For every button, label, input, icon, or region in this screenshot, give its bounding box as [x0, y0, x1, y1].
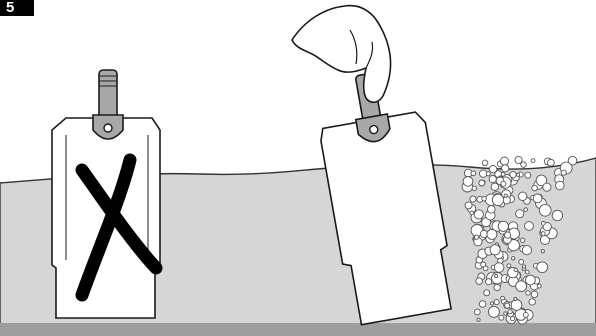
bubble [490, 245, 500, 255]
step-number-badge: 5 [0, 0, 34, 16]
bubble [482, 197, 486, 201]
bubble [474, 309, 480, 315]
bubble [490, 302, 493, 305]
bubble [483, 266, 488, 271]
bubble [486, 279, 492, 285]
bubble [519, 192, 527, 200]
floor [0, 323, 596, 336]
bubble [488, 206, 496, 214]
bubble [519, 260, 524, 265]
bubble [486, 172, 490, 176]
bubble [504, 232, 510, 238]
bubble [541, 250, 544, 253]
bubble [500, 157, 508, 165]
bubble [498, 221, 508, 231]
bubble [495, 274, 498, 277]
bubble [479, 180, 485, 186]
bubble [531, 291, 538, 298]
bubble [504, 194, 507, 197]
bubble [465, 202, 472, 209]
bubble [501, 172, 505, 176]
bubble [482, 160, 488, 166]
bubble [525, 172, 531, 178]
bubble [470, 211, 474, 215]
bubble [475, 235, 479, 239]
bubble [537, 284, 541, 288]
bubble [524, 208, 528, 212]
bubble [526, 291, 530, 295]
bubble [516, 210, 524, 218]
bubble [507, 264, 511, 268]
bubble [525, 222, 534, 231]
bubble [537, 262, 548, 273]
bubble [526, 275, 536, 285]
bubble [487, 229, 497, 239]
bubble [477, 318, 480, 321]
bubble [542, 222, 546, 226]
bubble [523, 312, 528, 317]
bubble [494, 300, 499, 305]
bubble [521, 238, 525, 242]
bubble [548, 159, 555, 166]
bubble [514, 298, 517, 301]
bubble [539, 204, 551, 216]
bubble [491, 183, 498, 190]
bubble [488, 306, 499, 317]
bubble [541, 232, 545, 236]
bubble [568, 156, 577, 165]
bubble [494, 263, 504, 273]
bubble [476, 278, 483, 285]
bubble [552, 210, 562, 220]
bubble [522, 246, 531, 255]
bubble [505, 303, 510, 308]
bubble [508, 310, 512, 314]
bubble [529, 299, 535, 305]
bubble [504, 312, 507, 315]
bubble [512, 257, 515, 260]
bubble [499, 315, 504, 320]
bubble [492, 194, 503, 205]
bubble [533, 194, 542, 203]
bubble [494, 284, 500, 290]
bubble [543, 183, 551, 191]
bubble [514, 268, 517, 271]
bubble [531, 159, 535, 163]
bubble [556, 181, 565, 190]
bubble [489, 165, 496, 172]
bubble [561, 170, 566, 175]
grip-handle [99, 70, 117, 118]
bubble [470, 196, 476, 202]
bubble [502, 165, 509, 172]
bubble [516, 281, 527, 292]
bubble [472, 186, 476, 190]
bubble [463, 177, 473, 187]
bubble [516, 173, 519, 176]
bubble [489, 176, 496, 183]
bubble [471, 171, 476, 176]
bubble [501, 181, 506, 186]
bubble [511, 300, 522, 311]
bubble [510, 171, 516, 177]
bubble [501, 296, 505, 300]
bubble [484, 290, 490, 296]
hand-icon [292, 6, 391, 103]
bubble [525, 270, 529, 274]
bubble [532, 185, 538, 191]
bubble [515, 156, 522, 163]
bubble [522, 265, 525, 268]
bubble [479, 301, 486, 308]
bubble [474, 210, 483, 219]
